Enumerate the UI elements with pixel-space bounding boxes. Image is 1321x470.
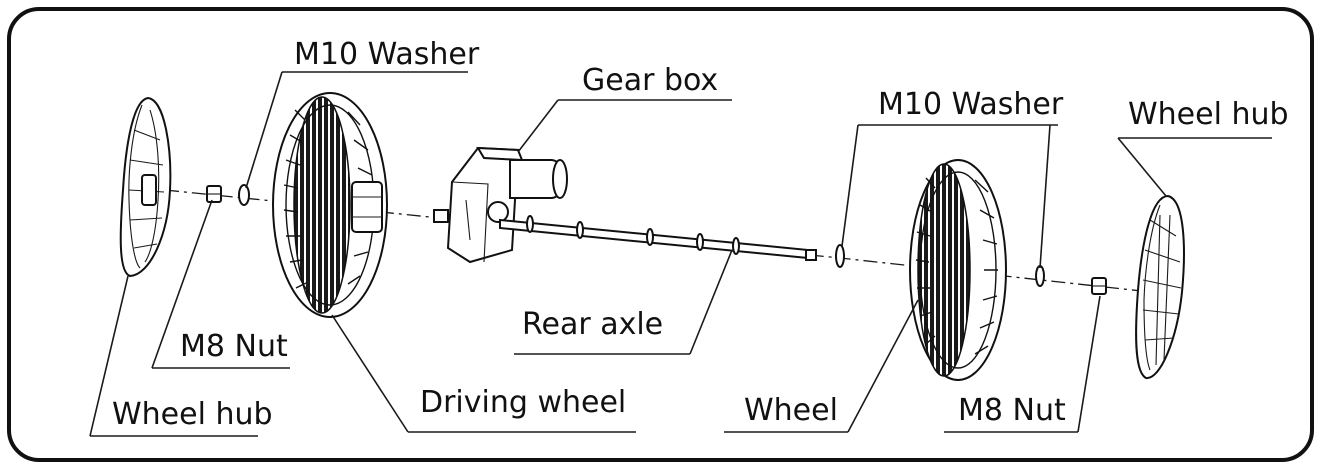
gear-box-part xyxy=(433,146,568,264)
label-wheel-hub-right: Wheel hub xyxy=(1128,97,1289,132)
label-rear-axle: Rear axle xyxy=(522,307,663,342)
driving-wheel-part xyxy=(272,92,388,318)
m10-washer-axle-part xyxy=(835,244,845,268)
label-gear-box: Gear box xyxy=(582,63,718,98)
label-m8-nut-right: M8 Nut xyxy=(958,393,1066,428)
m10-washer-left-part xyxy=(238,184,250,206)
label-m10-washer-left: M10 Washer xyxy=(294,37,480,72)
leader-lines xyxy=(89,71,1272,437)
label-driving-wheel: Driving wheel xyxy=(420,385,626,420)
label-m8-nut-left: M8 Nut xyxy=(180,329,288,364)
label-wheel: Wheel xyxy=(744,393,838,428)
m8-nut-left-part xyxy=(206,185,222,203)
m8-nut-right-part xyxy=(1091,277,1107,295)
wheel-part xyxy=(909,159,1007,381)
diagram-border xyxy=(7,7,1314,462)
wheel-hub-right-part xyxy=(1135,194,1185,379)
m10-washer-right-part xyxy=(1035,265,1045,287)
wheel-hub-left-part xyxy=(119,96,172,278)
label-m10-washer-right: M10 Washer xyxy=(878,87,1064,122)
label-wheel-hub-left: Wheel hub xyxy=(112,397,273,432)
rear-axle-part xyxy=(499,215,817,261)
